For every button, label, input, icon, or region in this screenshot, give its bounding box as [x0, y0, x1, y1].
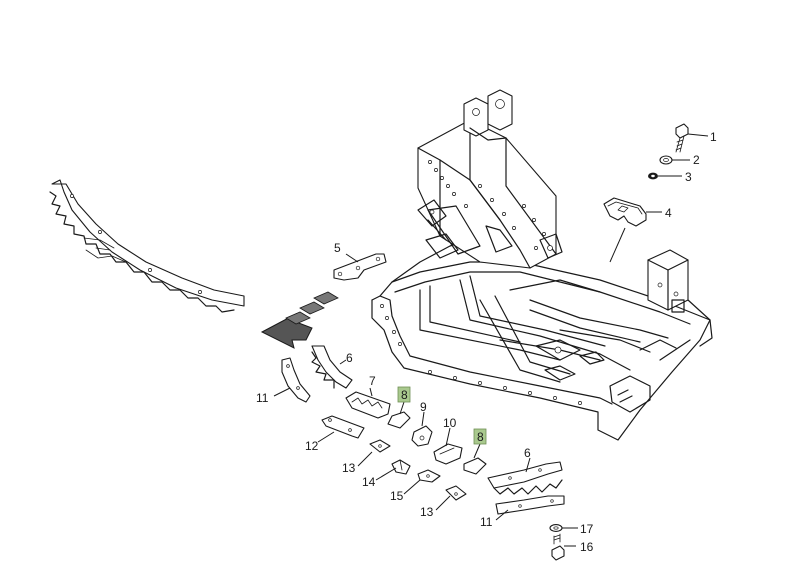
part-1-bolt: [675, 123, 689, 153]
callout-leaders: [273, 133, 709, 547]
callout-1: 1: [710, 130, 717, 144]
part-3-washer: [648, 172, 658, 180]
part-8-right-plate: [463, 457, 487, 475]
callout-5: 5: [334, 241, 341, 255]
part-9-wedge: [411, 425, 433, 447]
part-7-toothed-plate: [345, 391, 391, 419]
callout-3: 3: [685, 170, 692, 184]
footprint-plates: [285, 291, 339, 325]
part-2-nut: [659, 155, 673, 165]
callout-6-left: 6: [346, 351, 353, 365]
part-13-lower-clip: [445, 485, 467, 501]
part-12-flat-bar: [321, 415, 365, 439]
callout-6-right: 6: [524, 446, 531, 460]
part-16-bolt: [551, 533, 565, 561]
callout-8-right: 8: [477, 430, 484, 444]
callout-14: 14: [362, 475, 376, 489]
part-8-left-plate: [387, 411, 411, 429]
frame-rail-holes: [380, 304, 582, 405]
boom-mount-tower: [417, 89, 563, 269]
part-5-bracket: [333, 253, 387, 281]
part-11-left-arc: [281, 357, 311, 403]
callout-8-left-highlight: [397, 386, 411, 403]
callout-16: 16: [580, 540, 594, 554]
part-14-clip: [391, 459, 411, 475]
part-6-left-toothed-strip: [311, 345, 353, 389]
part-15-clip: [417, 469, 441, 483]
part-17-washer: [549, 524, 563, 532]
callout-17: 17: [580, 522, 594, 536]
callout-9: 9: [420, 400, 427, 414]
callout-11-right: 11: [480, 515, 493, 529]
part-10-plate: [433, 443, 463, 465]
callout-12: 12: [305, 439, 319, 453]
part-6-right-toothed-strip: [487, 461, 563, 495]
part-13-upper-clip: [369, 439, 391, 453]
left-cutting-edge-assembly: [49, 179, 245, 313]
tower-holes: [428, 160, 546, 250]
callout-13-upper: 13: [342, 461, 356, 475]
part-4-bracket: [603, 197, 647, 227]
callout-8-left: 8: [401, 388, 408, 402]
callout-4: 4: [665, 206, 672, 220]
callout-labels: 1 2 3 4 5 6 6 7 8 8 9 10 11 11 12 13 13 …: [256, 130, 717, 554]
main-frame: [371, 235, 713, 441]
callout-15: 15: [390, 489, 404, 503]
callout-11-left: 11: [256, 391, 269, 405]
callout-10: 10: [443, 416, 457, 430]
part-11-right-arc: [495, 495, 565, 515]
callout-2: 2: [693, 153, 700, 167]
callout-13-lower: 13: [420, 505, 434, 519]
part-4-location-line: [609, 227, 626, 263]
callout-7: 7: [369, 374, 376, 388]
callout-8-right-highlight: [473, 428, 487, 445]
